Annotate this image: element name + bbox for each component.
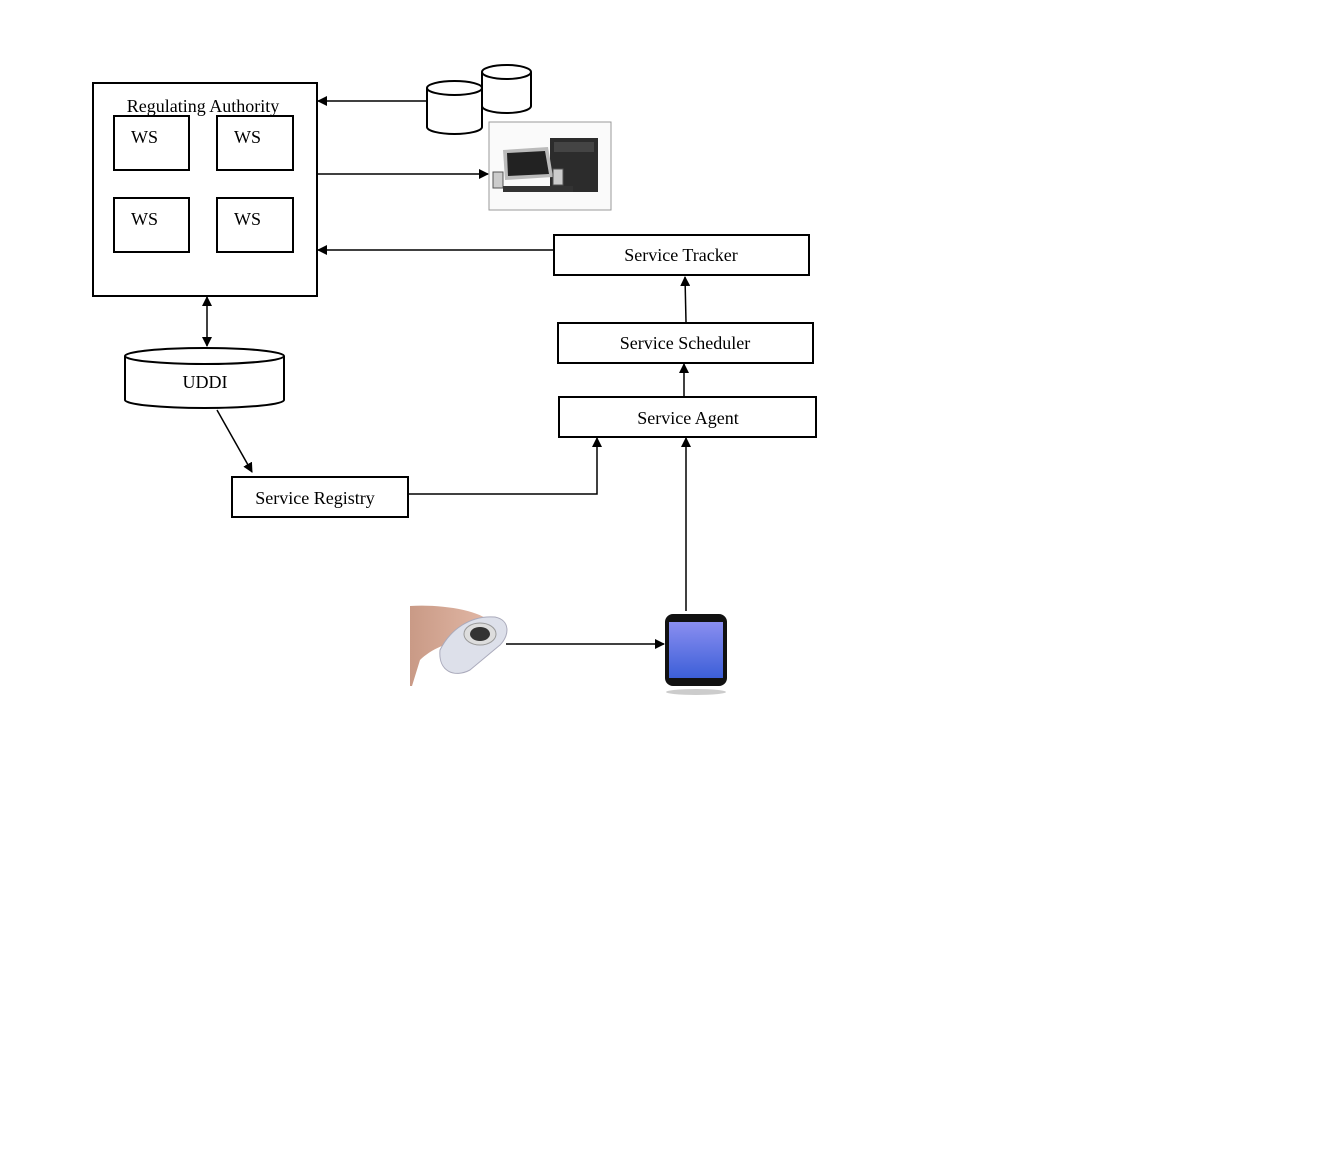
arrow-uddi-to-registry xyxy=(216,409,253,473)
web-service-box xyxy=(113,115,190,171)
web-service-box xyxy=(113,197,190,253)
database-icon xyxy=(426,64,532,135)
service-agent-box xyxy=(558,396,817,438)
web-service-label: WS xyxy=(234,127,261,147)
service-scheduler-label: Service Scheduler xyxy=(620,333,750,353)
service-tracker-box xyxy=(553,234,810,276)
fingerprint-scanner-icon xyxy=(410,605,508,686)
service-agent-label: Service Agent xyxy=(637,408,738,428)
regulating-authority-box: Regulating Authority WS WS WS WS xyxy=(92,82,318,297)
arrow-scheduler-to-tracker xyxy=(680,276,691,323)
web-service-box xyxy=(216,197,294,253)
web-service-label: WS xyxy=(234,209,261,229)
web-service-label: WS xyxy=(131,127,158,147)
mobile-phone-icon xyxy=(665,614,727,695)
regulating-authority-title: Regulating Authority xyxy=(127,96,280,116)
web-service-box xyxy=(216,115,294,171)
uddi-database: UDDI xyxy=(124,347,285,409)
service-tracker-label: Service Tracker xyxy=(624,245,737,265)
arrow-registry-to-agent xyxy=(408,437,602,495)
web-service-label: WS xyxy=(131,209,158,229)
uddi-label: UDDI xyxy=(183,372,228,392)
service-registry-box xyxy=(231,476,409,518)
computer-icon xyxy=(488,121,612,211)
service-registry-label: Service Registry xyxy=(255,488,374,508)
